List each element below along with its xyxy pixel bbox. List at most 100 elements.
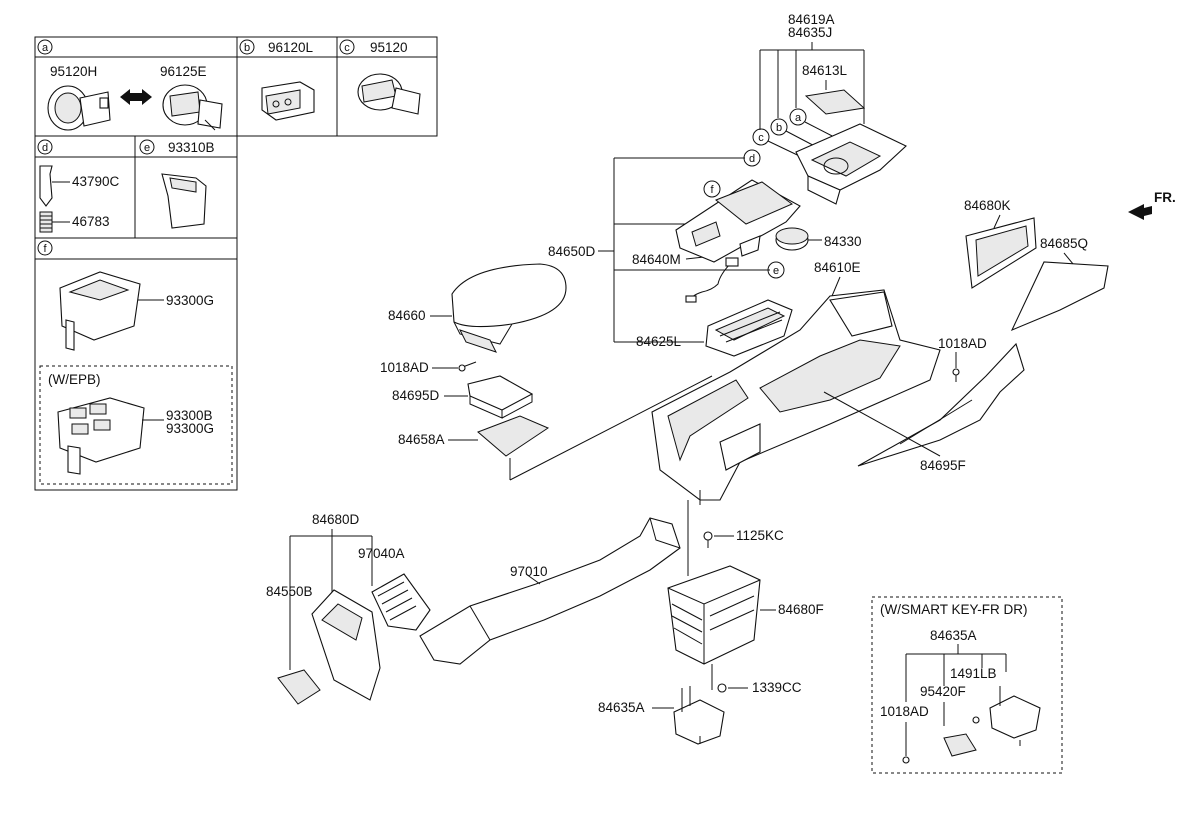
panel-a: a 95120H 96125E: [37, 39, 223, 131]
smart-key-variant-box: (W/SMART KEY-FR DR) 84635A 1491LB 95420F…: [871, 596, 1063, 774]
socket-cover-part: [47, 85, 111, 131]
panel-c-letter: c: [344, 42, 350, 54]
label-84650D: 84650D: [548, 244, 596, 259]
label-84635J: 84635J: [788, 25, 832, 40]
screw-1125KC-part: [703, 531, 713, 548]
marker-d-circle: [37, 139, 53, 155]
tray-84625L-part: [705, 299, 793, 357]
label-96125E: 96125E: [160, 64, 207, 79]
callout-1018AD-right-group: 1018AD: [938, 336, 987, 382]
interchange-arrow-icon: [120, 89, 152, 105]
label-84619A: 84619A: [788, 12, 835, 27]
panel-a-letter: a: [42, 42, 49, 54]
label-1018AD-left: 1018AD: [380, 360, 429, 375]
vent-97040A-part: [371, 573, 431, 631]
smart-key-label-84635A: 84635A: [930, 628, 977, 643]
label-93310B: 93310B: [168, 140, 215, 155]
smart-key-screw-part: [902, 756, 910, 764]
marker-f-circle: [37, 240, 53, 256]
label-93300B: 93300B: [166, 408, 213, 423]
marker-c-circle: [339, 39, 355, 55]
panel-f: f 93300G (W/EPB) 93300B 93300G: [37, 240, 214, 475]
marker-b: b: [776, 122, 782, 134]
epb-switch-part: [57, 397, 145, 475]
label-84695F: 84695F: [920, 458, 966, 473]
label-84685Q: 84685Q: [1040, 236, 1088, 251]
label-84640M: 84640M: [632, 252, 681, 267]
smart-key-label-1491LB: 1491LB: [950, 666, 997, 681]
panel-c: c 95120: [339, 39, 421, 115]
marker-d: d: [749, 153, 755, 165]
smart-key-label-1018AD: 1018AD: [880, 704, 929, 719]
parking-switch-part: [59, 271, 141, 351]
callout-84610E-group: 84610E: [814, 260, 861, 297]
side-trim-84685Q-part: [1010, 261, 1109, 332]
smart-key-bracket-part: [989, 686, 1041, 746]
pin-part: [39, 165, 53, 207]
mat-84658A-part: [477, 415, 550, 457]
cup-holder-84330-part: 84330: [775, 227, 862, 251]
label-1018AD-right: 1018AD: [938, 336, 987, 351]
clip-1339CC-part: [717, 683, 727, 693]
epb-variant-title: (W/EPB): [48, 372, 101, 387]
panel-e: e 93310B: [139, 139, 215, 229]
wire-harness-part: [685, 257, 739, 303]
aux-jack-part: [261, 81, 315, 121]
callout-84680K-group: 84680K 84685Q: [964, 198, 1109, 332]
smart-key-antenna-part: [943, 733, 977, 757]
mat-84613L-part: [804, 89, 866, 115]
panel-d: d 43790C 46783: [37, 139, 120, 233]
armrest-84660-part: [451, 263, 567, 353]
panel-84550B-part: [277, 589, 381, 705]
label-84658A: 84658A: [398, 432, 445, 447]
label-1339CC: 1339CC: [752, 680, 802, 695]
side-cover-84680K-part: [965, 217, 1037, 289]
marker-c: c: [758, 132, 764, 144]
label-84625L: 84625L: [636, 334, 682, 349]
marker-e-circle: [139, 139, 155, 155]
bin-84680F-part: [667, 565, 761, 665]
label-43790C: 43790C: [72, 174, 120, 189]
label-95120H: 95120H: [50, 64, 97, 79]
label-84550B: 84550B: [266, 584, 313, 599]
side-trim-84695F-part: [857, 342, 1025, 467]
inset-panels: [34, 36, 438, 491]
panel-f-letter: f: [43, 243, 47, 255]
smart-key-label-95420F: 95420F: [920, 684, 966, 699]
label-84610E: 84610E: [814, 260, 861, 275]
front-direction-indicator: FR.: [1128, 190, 1176, 220]
callout-84650D-group: 84650D d f e 84640M: [548, 149, 785, 342]
label-95120: 95120: [370, 40, 408, 55]
callout-1018AD-left-group: 1018AD: [380, 360, 477, 375]
panel-b-letter: b: [244, 42, 250, 54]
switch-part: [161, 173, 207, 229]
marker-a-circle: [37, 39, 53, 55]
bracket-84635A-part: [673, 686, 725, 745]
panel-e-letter: e: [144, 142, 150, 154]
spring-part: [39, 211, 53, 233]
label-93300G-epb: 93300G: [166, 421, 214, 436]
panel-b: b 96120L: [239, 39, 315, 121]
epb-variant-box: [39, 365, 233, 485]
tray-84695D-part: [467, 375, 534, 419]
console-body-part: [651, 289, 941, 505]
marker-a: a: [795, 112, 802, 124]
label-1125KC: 1125KC: [736, 528, 784, 543]
console-upper-cover-part: [795, 123, 907, 205]
callout-84619A-group: 84619A 84635J 84613L a b c: [752, 12, 865, 163]
label-84613L: 84613L: [802, 63, 848, 78]
label-84330: 84330: [824, 234, 862, 249]
marker-b-circle: [239, 39, 255, 55]
smart-key-title: (W/SMART KEY-FR DR): [880, 602, 1028, 617]
label-97010: 97010: [510, 564, 548, 579]
label-84660: 84660: [388, 308, 426, 323]
label-96120L: 96120L: [268, 40, 314, 55]
label-84635A: 84635A: [598, 700, 645, 715]
label-97040A: 97040A: [358, 546, 405, 561]
power-outlet-part: [357, 73, 421, 115]
usb-socket-part: [162, 84, 223, 131]
panel-d-letter: d: [42, 142, 48, 154]
label-84680D: 84680D: [312, 512, 360, 527]
fr-label: FR.: [1154, 190, 1176, 205]
